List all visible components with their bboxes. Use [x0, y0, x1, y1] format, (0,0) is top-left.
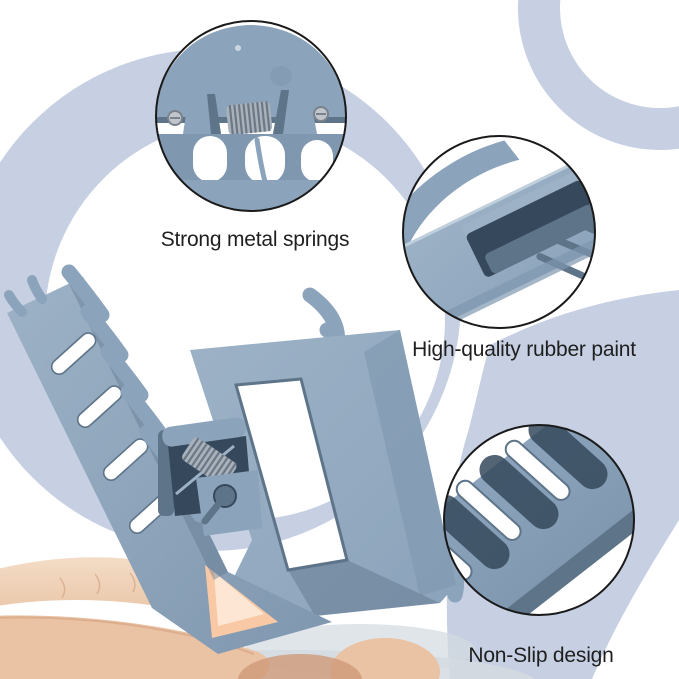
nonslip-detail-plate-edge	[463, 476, 634, 615]
nonslip-circle-border	[443, 424, 635, 616]
second-fingertip	[330, 638, 440, 679]
claw-clip	[4, 264, 464, 654]
springs-detail-dome	[156, 25, 346, 114]
springs-detail-right-bracket-face	[273, 90, 289, 134]
hinge-pivot-stub	[201, 492, 229, 525]
springs-circle-border	[155, 20, 347, 212]
rubber-circle-border	[402, 135, 596, 329]
right-frame-right-face	[364, 330, 456, 596]
nonslip-detail-dark-slots	[444, 425, 608, 570]
rubber-detail-hole-floor	[485, 205, 595, 274]
right-frame-inner-bevel	[234, 377, 349, 572]
finger-knuckle-line	[59, 572, 136, 599]
thumb	[0, 615, 270, 679]
callout-circle-rubber-paint	[402, 135, 596, 329]
springs-detail-rod-pin	[235, 45, 241, 51]
rubber-detail-upper-arm	[403, 140, 520, 273]
finger-glow-inner	[214, 572, 264, 626]
springs-detail-rod	[234, 43, 244, 109]
background-ring-small	[518, 0, 679, 150]
label-high-quality-rubber-paint: High-quality rubber paint	[412, 338, 636, 361]
label-strong-metal-springs: Strong metal springs	[160, 228, 350, 251]
springs-detail-left-bracket-face	[207, 94, 221, 134]
hinge-spring-coil	[182, 437, 237, 487]
springs-detail-arches	[193, 136, 333, 184]
hinge	[158, 417, 262, 536]
rubber-detail-band-highlight	[403, 149, 595, 263]
label-non-slip-design: Non-Slip design	[468, 644, 614, 667]
springs-detail-prong	[254, 137, 276, 211]
slat-tip-prongs	[4, 275, 47, 317]
springs-detail-coil	[226, 101, 273, 136]
palm-skin	[238, 654, 362, 679]
right-frame-bottom-face	[288, 560, 440, 616]
springs-detail-dimple	[270, 66, 292, 86]
hinge-top-bracket	[162, 417, 246, 447]
springs-detail-screws	[167, 106, 329, 126]
rubber-detail-band-bottom	[407, 220, 595, 328]
